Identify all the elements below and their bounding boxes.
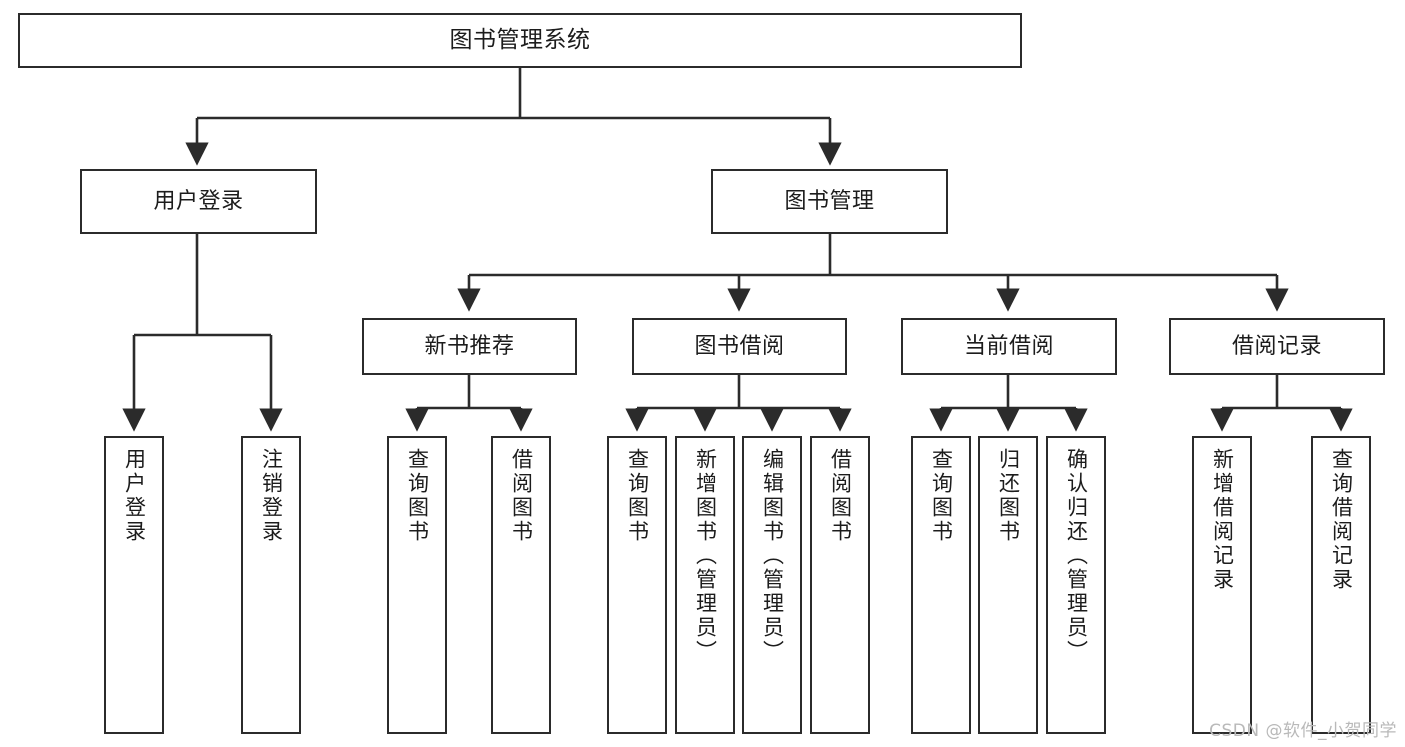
node-leaf-add-borrow-record[interactable]: 新增借阅记录 <box>1192 436 1252 734</box>
node-leaf-return-book[interactable]: 归还图书 <box>978 436 1038 734</box>
node-root-book-management-system[interactable]: 图书管理系统 <box>18 13 1022 68</box>
node-leaf-borrow-query-book-label: 查询图书 <box>625 448 650 544</box>
node-leaf-edit-book-admin-label: 编辑图书（管理员） <box>760 448 785 664</box>
csdn-watermark: CSDN @软件_小贺同学 <box>1209 721 1397 741</box>
node-leaf-confirm-return-admin-label: 确认归还（管理员） <box>1064 448 1089 664</box>
node-book-management-label: 图书管理 <box>784 188 875 214</box>
node-leaf-user-login[interactable]: 用户登录 <box>104 436 164 734</box>
node-user-login-label: 用户登录 <box>153 188 244 214</box>
node-borrow-record[interactable]: 借阅记录 <box>1169 318 1385 375</box>
node-leaf-borrow-book-label: 借阅图书 <box>828 448 853 544</box>
node-current-borrow[interactable]: 当前借阅 <box>901 318 1117 375</box>
node-leaf-recommend-query-book-label: 查询图书 <box>405 448 430 544</box>
node-leaf-add-book-admin[interactable]: 新增图书（管理员） <box>675 436 735 734</box>
node-leaf-user-login-label: 用户登录 <box>122 448 147 544</box>
node-current-borrow-label: 当前借阅 <box>963 333 1054 359</box>
node-leaf-recommend-borrow-book-label: 借阅图书 <box>509 448 534 544</box>
node-book-borrow[interactable]: 图书借阅 <box>632 318 847 375</box>
node-root-label: 图书管理系统 <box>449 26 591 53</box>
node-leaf-query-borrow-record-label: 查询借阅记录 <box>1329 448 1354 592</box>
node-leaf-confirm-return-admin[interactable]: 确认归还（管理员） <box>1046 436 1106 734</box>
node-leaf-add-borrow-record-label: 新增借阅记录 <box>1210 448 1235 592</box>
node-leaf-add-book-admin-label: 新增图书（管理员） <box>693 448 718 664</box>
node-leaf-logout[interactable]: 注销登录 <box>241 436 301 734</box>
node-book-management[interactable]: 图书管理 <box>711 169 948 234</box>
node-leaf-borrow-query-book[interactable]: 查询图书 <box>607 436 667 734</box>
node-leaf-recommend-borrow-book[interactable]: 借阅图书 <box>491 436 551 734</box>
node-new-book-recommend-label: 新书推荐 <box>424 333 515 359</box>
node-borrow-record-label: 借阅记录 <box>1231 333 1322 359</box>
node-user-login[interactable]: 用户登录 <box>80 169 317 234</box>
node-leaf-query-borrow-record[interactable]: 查询借阅记录 <box>1311 436 1371 734</box>
node-leaf-edit-book-admin[interactable]: 编辑图书（管理员） <box>742 436 802 734</box>
node-leaf-current-query-book[interactable]: 查询图书 <box>911 436 971 734</box>
node-leaf-return-book-label: 归还图书 <box>996 448 1021 544</box>
node-leaf-logout-label: 注销登录 <box>259 448 284 544</box>
node-book-borrow-label: 图书借阅 <box>694 333 785 359</box>
node-leaf-recommend-query-book[interactable]: 查询图书 <box>387 436 447 734</box>
node-leaf-current-query-book-label: 查询图书 <box>929 448 954 544</box>
node-leaf-borrow-book[interactable]: 借阅图书 <box>810 436 870 734</box>
node-new-book-recommend[interactable]: 新书推荐 <box>362 318 577 375</box>
